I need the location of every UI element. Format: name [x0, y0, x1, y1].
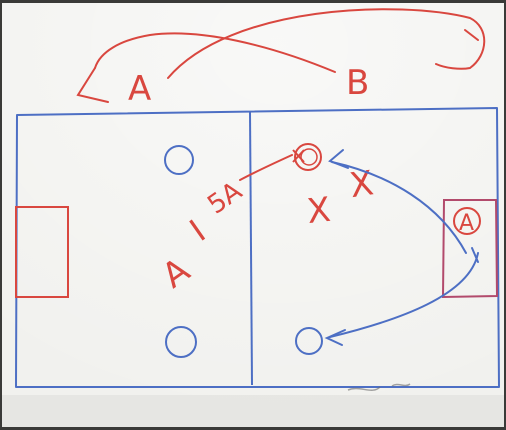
- arrow-head-left: [76, 67, 109, 103]
- goalkeeper-circle: [453, 207, 481, 235]
- right-bottom-spot: [295, 327, 323, 355]
- left-top-spot: [164, 145, 194, 175]
- arrow-a-to-b: [167, 8, 486, 79]
- arrow-to-target: [331, 161, 467, 254]
- board-glare: [2, 3, 504, 427]
- target-player-outer: [294, 143, 322, 171]
- team-a-label: A: [128, 69, 151, 109]
- arrow-head-bottom: [324, 329, 346, 346]
- board-shadow-bottom: [2, 395, 504, 427]
- halfway-line: [249, 111, 253, 386]
- target-player-inner: [300, 148, 318, 166]
- right-goal-box: [441, 199, 499, 299]
- red-run-arrow: [239, 154, 293, 181]
- target-player-cross: [292, 149, 305, 163]
- left-goal-box: [15, 206, 69, 298]
- team-b-label: B: [346, 63, 369, 103]
- arrow-to-bottom-spot: [329, 252, 479, 338]
- goalkeeper-distribution-arrows: [324, 149, 479, 346]
- arrow-b-to-a: [94, 32, 336, 73]
- arrow-head-target: [328, 149, 349, 169]
- team-swap-arrows: [76, 8, 486, 103]
- arrow-head-right: [464, 29, 479, 41]
- arrow-tick: [471, 247, 479, 263]
- smudge-mark: [347, 383, 411, 391]
- goalkeeper-label: A: [459, 211, 474, 236]
- left-bottom-spot: [165, 326, 197, 358]
- marker-x-left: X: [305, 190, 332, 232]
